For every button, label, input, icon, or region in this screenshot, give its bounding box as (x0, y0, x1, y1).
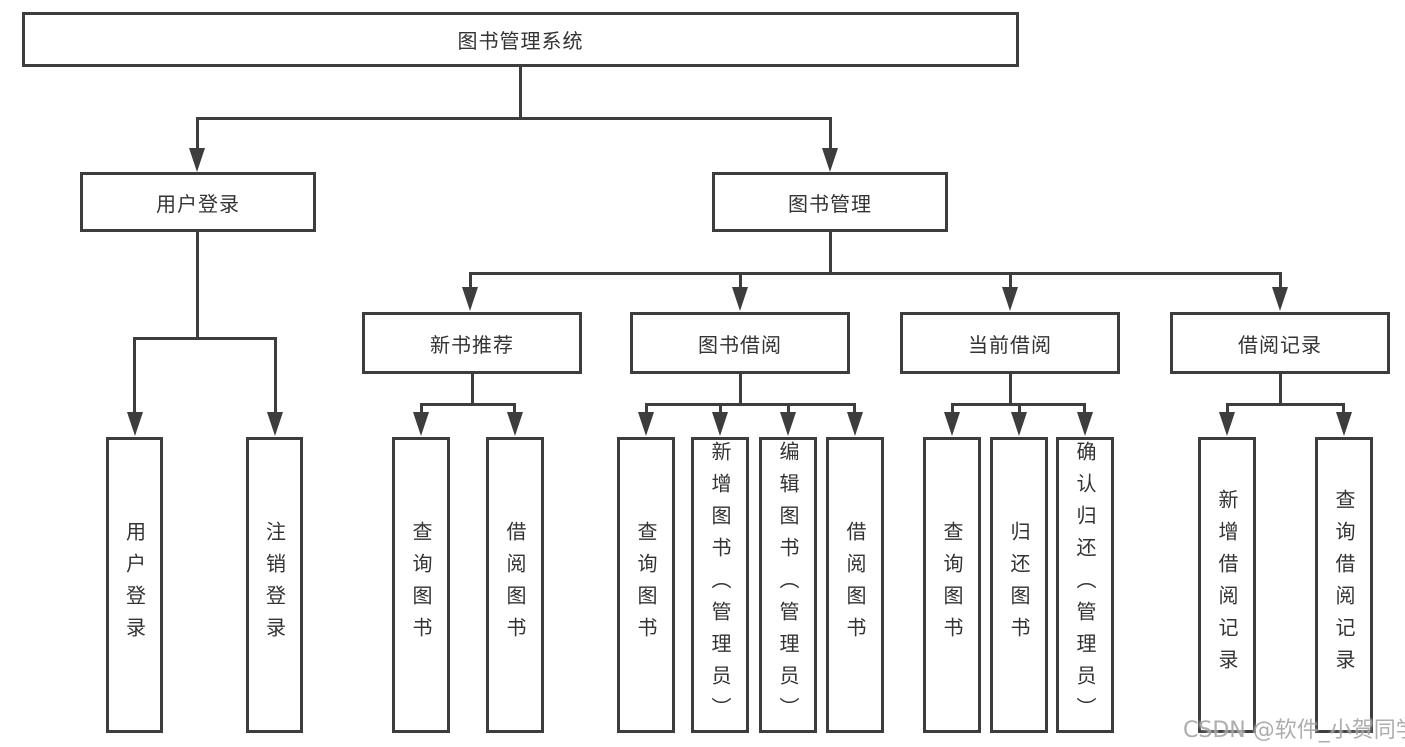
connector-trunk-l3 (1009, 373, 1012, 405)
leaf-add-borrow-record: 新增借阅记录 (1198, 437, 1256, 733)
connector-stem-l3 (739, 272, 742, 290)
leaf-confirm-return-admin-label: 确认归还（管理员） (1073, 441, 1097, 729)
leaf-logout: 注销登录 (246, 437, 303, 733)
node-borrow-record-label: 借阅记录 (1238, 332, 1322, 357)
connector-stem-l3 (1009, 272, 1012, 290)
connector-trunk-l3 (1279, 373, 1282, 405)
connector-trunk-l3 (471, 373, 474, 405)
connector-stem-user-login (196, 117, 199, 153)
leaf-confirm-return-admin: 确认归还（管理员） (1056, 437, 1114, 733)
leaf-edit-book-admin: 编辑图书（管理员） (759, 437, 817, 733)
leaf-query-borrow-record-label: 查询借阅记录 (1332, 489, 1356, 681)
connector-stem-leaf (274, 337, 277, 415)
arrowhead-down-icon (1272, 287, 1288, 311)
leaf-add-borrow-record-label: 新增借阅记录 (1215, 489, 1239, 681)
arrowhead-down-icon (780, 412, 796, 436)
arrowhead-down-icon (1336, 412, 1352, 436)
leaf-return-book: 归还图书 (990, 437, 1048, 733)
node-book-management-label: 图书管理 (788, 191, 872, 216)
arrowhead-down-icon (1077, 412, 1093, 436)
arrowhead-down-icon (638, 412, 654, 436)
leaf-return-book-label: 归还图书 (1007, 521, 1031, 649)
node-book-management: 图书管理 (712, 172, 948, 232)
node-book-borrow: 图书借阅 (630, 312, 850, 374)
leaf-query-borrow-record: 查询借阅记录 (1315, 437, 1373, 733)
connector-stem-leaf (951, 403, 954, 415)
connector-stem-leaf (853, 403, 856, 415)
leaf-query-book-recommend-label: 查询图书 (409, 521, 433, 649)
arrowhead-down-icon (1219, 412, 1235, 436)
connector-stem-book-mgmt (829, 117, 832, 153)
connector-leaf-hline (420, 403, 516, 406)
connector-stem-leaf (1083, 403, 1086, 415)
connector-stem-leaf (420, 403, 423, 415)
leaf-borrow-book-label: 借阅图书 (843, 521, 867, 649)
connector-root-trunk (519, 67, 522, 119)
leaf-query-book-current-label: 查询图书 (940, 521, 964, 649)
connector-stem-l3 (1279, 272, 1282, 290)
arrowhead-down-icon (944, 412, 960, 436)
connector-leaf-hline (1226, 403, 1345, 406)
leaf-add-book-admin: 新增图书（管理员） (691, 437, 749, 733)
connector-trunk-l3 (739, 373, 742, 405)
leaf-borrow-book: 借阅图书 (826, 437, 884, 733)
connector-leaf-hline (645, 403, 856, 406)
node-root-label: 图书管理系统 (457, 29, 584, 53)
leaf-borrow-book-recommend-label: 借阅图书 (503, 521, 527, 649)
leaf-query-book-current: 查询图书 (923, 437, 981, 733)
leaf-query-book-borrow-label: 查询图书 (634, 521, 658, 649)
arrowhead-down-icon (189, 148, 205, 172)
connector-userlogin-trunk (196, 231, 199, 339)
connector-bookmgmt-trunk (829, 231, 832, 274)
leaf-query-book-recommend: 查询图书 (392, 437, 450, 733)
connector-stem-leaf (133, 337, 136, 415)
arrowhead-down-icon (507, 412, 523, 436)
arrowhead-down-icon (267, 412, 283, 436)
node-user-login-label: 用户登录 (156, 191, 240, 216)
connector-stem-leaf (1018, 403, 1021, 415)
node-book-borrow-label: 图书借阅 (698, 332, 782, 357)
leaf-edit-book-admin-label: 编辑图书（管理员） (776, 441, 800, 729)
arrowhead-down-icon (413, 412, 429, 436)
arrowhead-down-icon (127, 412, 143, 436)
connector-level3-hline (469, 272, 1282, 275)
connector-stem-leaf (513, 403, 516, 415)
arrowhead-down-icon (1002, 287, 1018, 311)
arrowhead-down-icon (732, 287, 748, 311)
leaf-logout-label: 注销登录 (262, 521, 287, 649)
connector-stem-leaf (719, 403, 722, 415)
node-borrow-record: 借阅记录 (1170, 312, 1390, 374)
node-user-login: 用户登录 (80, 172, 316, 232)
connector-stem-leaf (1342, 403, 1345, 415)
node-root: 图书管理系统 (22, 12, 1019, 67)
node-new-book-recommend-label: 新书推荐 (430, 332, 514, 357)
connector-stem-leaf (645, 403, 648, 415)
leaf-user-login: 用户登录 (106, 437, 163, 733)
connector-stem-l3 (469, 272, 472, 290)
node-new-book-recommend: 新书推荐 (362, 312, 582, 374)
arrowhead-down-icon (847, 412, 863, 436)
arrowhead-down-icon (822, 148, 838, 172)
node-current-borrow: 当前借阅 (900, 312, 1120, 374)
arrowhead-down-icon (1011, 412, 1027, 436)
connector-stem-leaf (787, 403, 790, 415)
leaf-add-book-admin-label: 新增图书（管理员） (708, 441, 732, 729)
leaf-user-login-label: 用户登录 (122, 521, 147, 649)
leaf-query-book-borrow: 查询图书 (617, 437, 675, 733)
connector-stem-leaf (1226, 403, 1229, 415)
node-current-borrow-label: 当前借阅 (968, 332, 1052, 357)
arrowhead-down-icon (462, 287, 478, 311)
csdn-watermark: CSDN @软件_小贺同学 (1183, 718, 1405, 743)
arrowhead-down-icon (712, 412, 728, 436)
leaf-borrow-book-recommend: 借阅图书 (486, 437, 544, 733)
connector-level1-hline (196, 117, 832, 120)
connector-userlogin-hline (134, 337, 277, 340)
